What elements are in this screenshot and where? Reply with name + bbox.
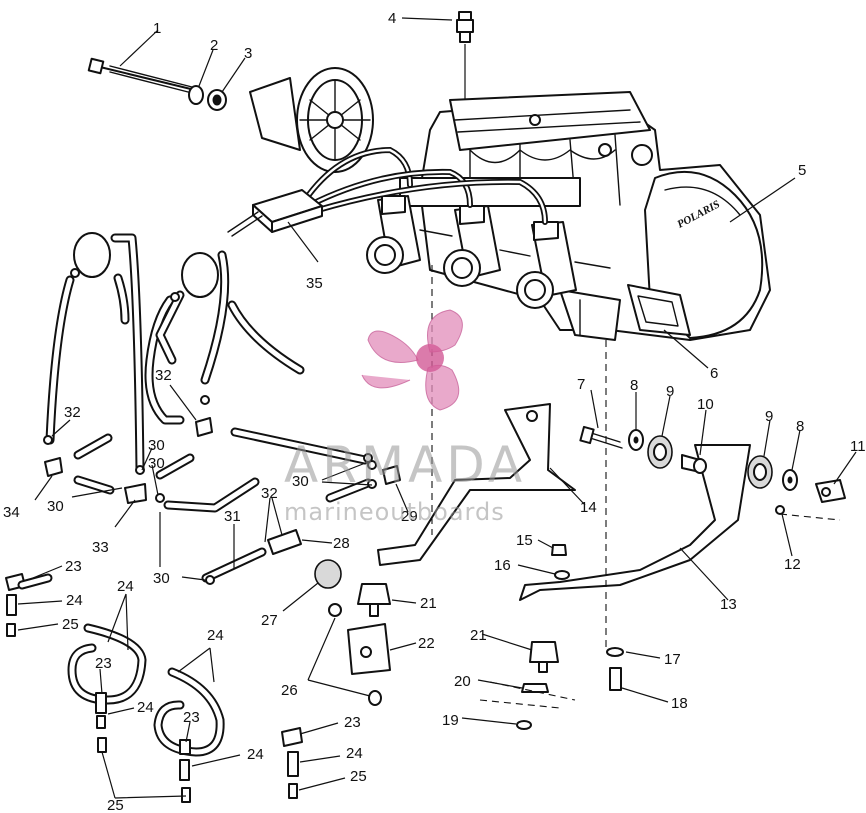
callout-24d: 24: [207, 627, 224, 644]
callout-24: 24: [66, 592, 83, 609]
callout-21b: 21: [470, 627, 487, 644]
callout-27: 27: [261, 612, 278, 629]
callout-25b: 25: [107, 797, 124, 813]
watermark-title: ARMADA: [284, 436, 526, 494]
leader-lines: [17, 17, 857, 799]
callout-30: 30: [292, 473, 309, 490]
wiring-harness: [302, 146, 548, 225]
carburetor-set: [366, 177, 611, 309]
bracket-14: [377, 403, 576, 566]
callout-33: 33: [92, 539, 109, 556]
callout-25: 25: [62, 616, 79, 633]
callout-6: 6: [710, 365, 718, 382]
callout-35: 35: [306, 275, 323, 292]
callout-32c: 32: [64, 404, 81, 421]
callout-labels: 1 2 3 4 5 6 7 8 9 10 9 8 11 12 13 14 15 …: [3, 10, 866, 813]
callout-22: 22: [418, 635, 435, 652]
carburetor-left: [366, 195, 421, 274]
carburetor-right: [516, 221, 577, 309]
callout-10: 10: [697, 396, 714, 413]
callout-12: 12: [784, 556, 801, 573]
callout-13: 13: [720, 596, 737, 613]
callout-15: 15: [516, 532, 533, 549]
callout-24f: 24: [346, 745, 363, 762]
callout-20: 20: [454, 673, 471, 690]
callout-5: 5: [798, 162, 806, 179]
engine-assembly: POLARIS: [419, 91, 771, 341]
callout-31: 31: [224, 508, 241, 525]
callout-29: 29: [401, 508, 418, 525]
callout-14: 14: [580, 499, 597, 516]
propeller-logo-icon: [361, 309, 463, 411]
callout-24b: 24: [117, 578, 134, 595]
callout-23: 23: [65, 558, 82, 575]
callout-30b: 30: [148, 437, 165, 454]
callout-21: 21: [420, 595, 437, 612]
callout-24e: 24: [247, 746, 264, 763]
callout-11: 11: [850, 438, 866, 455]
mount-hardware: [314, 544, 624, 730]
bracket-13: [519, 444, 751, 601]
callout-24c: 24: [137, 699, 154, 716]
callout-7: 7: [577, 376, 585, 393]
callout-18: 18: [671, 695, 688, 712]
primer-assemblies: [5, 573, 303, 803]
fuel-hose-network: [43, 232, 401, 585]
clutch-washer: [188, 85, 204, 105]
callout-1: 1: [153, 20, 161, 37]
spark-plug: [456, 11, 474, 100]
callout-30d: 30: [47, 498, 64, 515]
callout-28: 28: [333, 535, 350, 552]
callout-8: 8: [630, 377, 638, 394]
armada-watermark: ARMADA marineoutboards: [284, 309, 526, 526]
callout-23b: 23: [95, 655, 112, 672]
drive-clutch: [249, 67, 374, 173]
callout-8b: 8: [796, 418, 804, 435]
callout-25c: 25: [350, 768, 367, 785]
callout-30c: 30: [148, 455, 165, 472]
callout-9b: 9: [765, 408, 773, 425]
cdi-module: [227, 189, 323, 237]
clutch-bolt: [87, 57, 196, 94]
callout-26: 26: [281, 682, 298, 699]
callout-17: 17: [664, 651, 681, 668]
callout-34: 34: [3, 504, 20, 521]
carburetor-center: [443, 205, 501, 287]
callout-3: 3: [244, 45, 252, 62]
callout-30e: 30: [153, 570, 170, 587]
callout-23d: 23: [344, 714, 361, 731]
callout-16: 16: [494, 557, 511, 574]
callout-32: 32: [261, 485, 278, 502]
callout-32b: 32: [155, 367, 172, 384]
callout-4: 4: [388, 10, 396, 27]
callout-23c: 23: [183, 709, 200, 726]
callout-9: 9: [666, 383, 674, 400]
watermark-subtitle: marineoutboards: [284, 498, 505, 526]
callout-19: 19: [442, 712, 459, 729]
callout-2: 2: [210, 37, 218, 54]
